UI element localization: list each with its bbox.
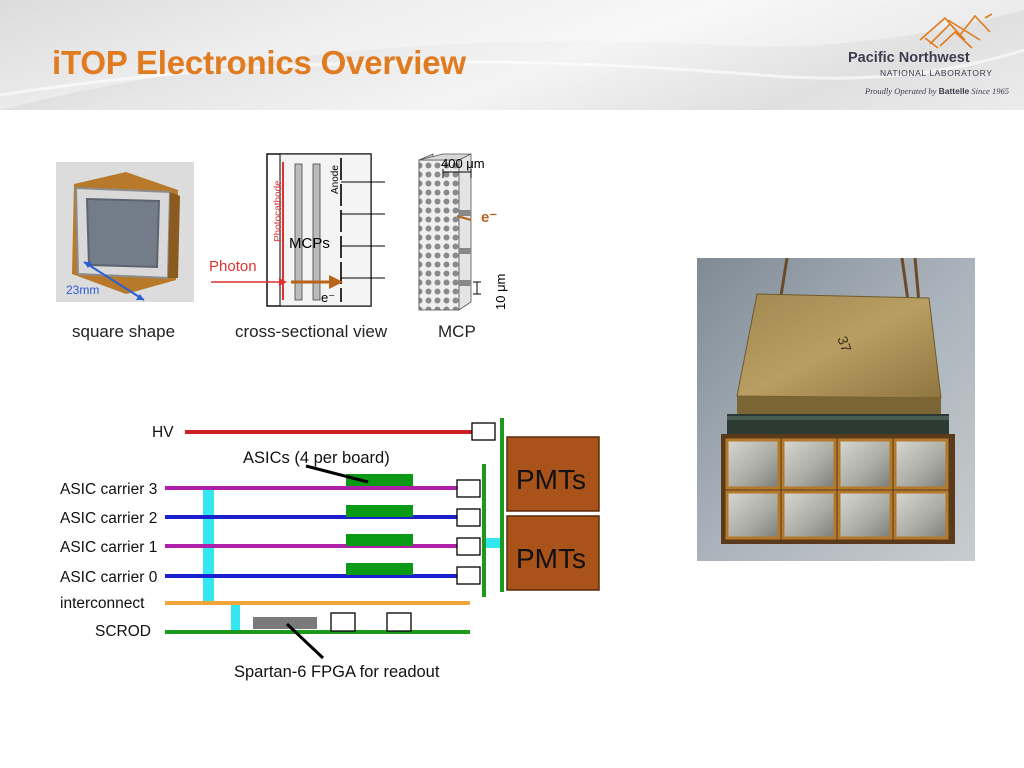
pnnl-mark-icon xyxy=(919,13,993,49)
asic-annotation: ASICs (4 per board) xyxy=(243,449,390,467)
module-number-label: 37 xyxy=(834,334,854,354)
hv-connector xyxy=(471,422,496,441)
fpga-annotation: Spartan-6 FPGA for readout xyxy=(234,663,440,681)
logo-tagline: Proudly Operated by Battelle Since 1965 xyxy=(865,86,1009,96)
logo-subtitle: NATIONAL LABORATORY xyxy=(880,68,993,78)
mcp-thickness-label: 400 μm xyxy=(441,156,485,171)
asic-chip xyxy=(346,474,413,486)
fpga-chip xyxy=(253,617,317,629)
caption-cross-sectional: cross-sectional view xyxy=(235,322,388,341)
carrier-connector xyxy=(456,508,481,527)
pmt-square-illustration: 23mm xyxy=(56,162,194,302)
pmt-bottom-label: PMTs xyxy=(516,543,586,574)
hv-label: HV xyxy=(152,424,174,441)
pmt-block-bottom xyxy=(506,515,600,591)
mcp-pore-label: 10 μm xyxy=(493,274,508,310)
photon-label: Photon xyxy=(209,258,257,275)
header-swoosh xyxy=(0,0,1024,110)
carrier-2-label: ASIC carrier 2 xyxy=(60,510,157,527)
photocathode-label: Photocathode xyxy=(273,180,284,242)
electron-label: e⁻ xyxy=(321,290,335,305)
carrier-connector xyxy=(456,566,481,585)
fpga-pointer xyxy=(285,622,325,660)
carrier-0-label: ASIC carrier 0 xyxy=(60,569,158,586)
cross-section-diagram: Photocathode Anode MCPs Photon e⁻ xyxy=(209,153,385,307)
pmt-block-top xyxy=(506,436,600,512)
pnnl-logo: Pacific Northwest NATIONAL LABORATORY Pr… xyxy=(840,10,1020,105)
dimension-label: 23mm xyxy=(66,283,99,297)
carrier-connector xyxy=(456,479,481,498)
asic-chip xyxy=(346,534,413,546)
pmt-top-label: PMTs xyxy=(516,464,586,495)
carrier-connector xyxy=(456,537,481,556)
interconnect-riser-scrod xyxy=(231,603,240,632)
scrod-connector xyxy=(386,612,412,632)
header-banner: iTOP Electronics Overview Pacific Northw… xyxy=(0,0,1024,110)
carrier-1-label: ASIC carrier 1 xyxy=(60,539,157,556)
scrod-label: SCROD xyxy=(95,623,151,640)
interconnect-label: interconnect xyxy=(60,595,145,612)
caption-mcp: MCP xyxy=(438,322,476,341)
carrier-3-label: ASIC carrier 3 xyxy=(60,481,157,498)
caption-square-shape: square shape xyxy=(72,322,176,341)
pmt-module-photo: 37 xyxy=(697,258,975,561)
asic-chip xyxy=(346,563,413,575)
mcps-label: MCPs xyxy=(289,235,330,252)
scrod-connector xyxy=(330,612,356,632)
pmt-cyan-link xyxy=(485,538,503,548)
asic-chip xyxy=(346,505,413,517)
logo-name: Pacific Northwest xyxy=(848,50,970,66)
asic-pointer xyxy=(305,464,369,484)
slide-title: iTOP Electronics Overview xyxy=(52,44,466,81)
anode-label: Anode xyxy=(330,165,341,194)
mcp-electron-label: e⁻ xyxy=(481,209,497,226)
mcp-diagram: 400 μm e⁻ 10 μm xyxy=(418,153,508,311)
